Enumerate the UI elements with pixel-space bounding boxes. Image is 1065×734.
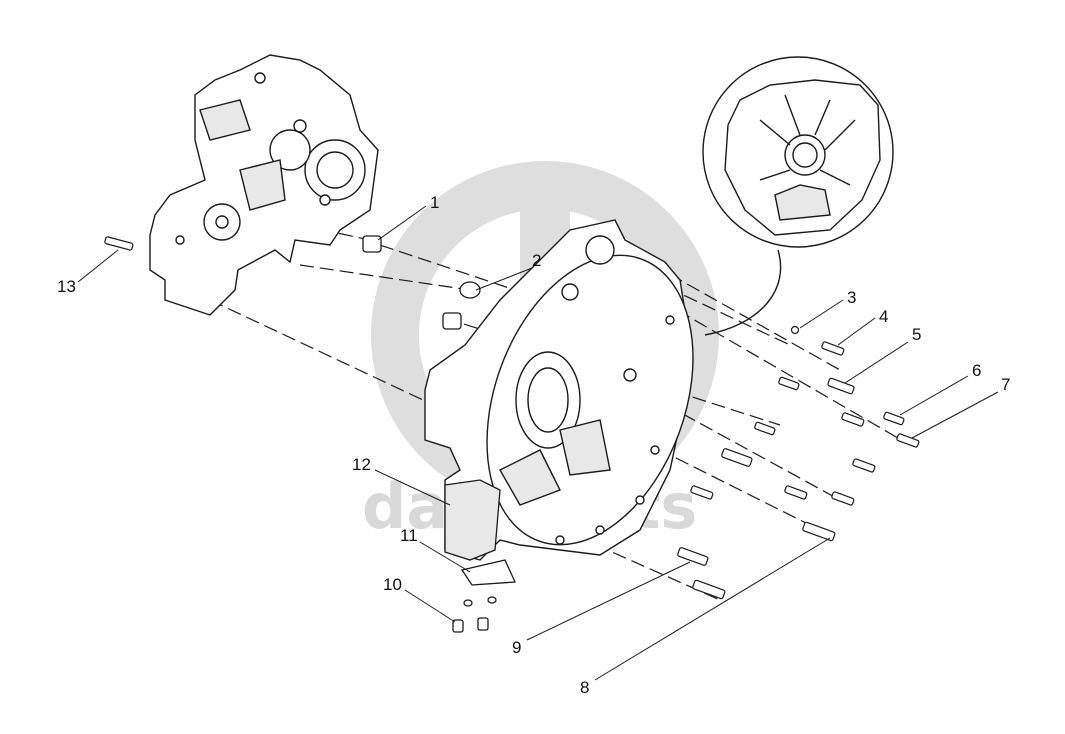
gear-housing <box>149 54 379 316</box>
detail-view <box>702 56 894 336</box>
callout-2: 2 <box>532 251 541 270</box>
bolts <box>104 236 920 600</box>
callout-6: 6 <box>972 361 981 380</box>
callout-10: 10 <box>383 575 402 594</box>
leader-lines <box>77 205 999 681</box>
bushing-parts <box>362 235 481 330</box>
callout-8: 8 <box>580 678 589 697</box>
callout-11: 11 <box>400 526 418 545</box>
bracket-plate <box>444 479 516 633</box>
callout-3: 3 <box>847 288 856 307</box>
callout-13: 13 <box>57 277 76 296</box>
callout-4: 4 <box>879 307 888 326</box>
callout-labels: 1 2 3 4 5 6 7 8 9 10 11 12 13 <box>57 193 1010 697</box>
callout-12: 12 <box>352 455 371 474</box>
callout-1: 1 <box>430 193 439 212</box>
flywheel-housing <box>424 219 694 561</box>
callout-9: 9 <box>512 638 521 657</box>
callout-7: 7 <box>1001 375 1010 394</box>
callout-5: 5 <box>912 325 921 344</box>
